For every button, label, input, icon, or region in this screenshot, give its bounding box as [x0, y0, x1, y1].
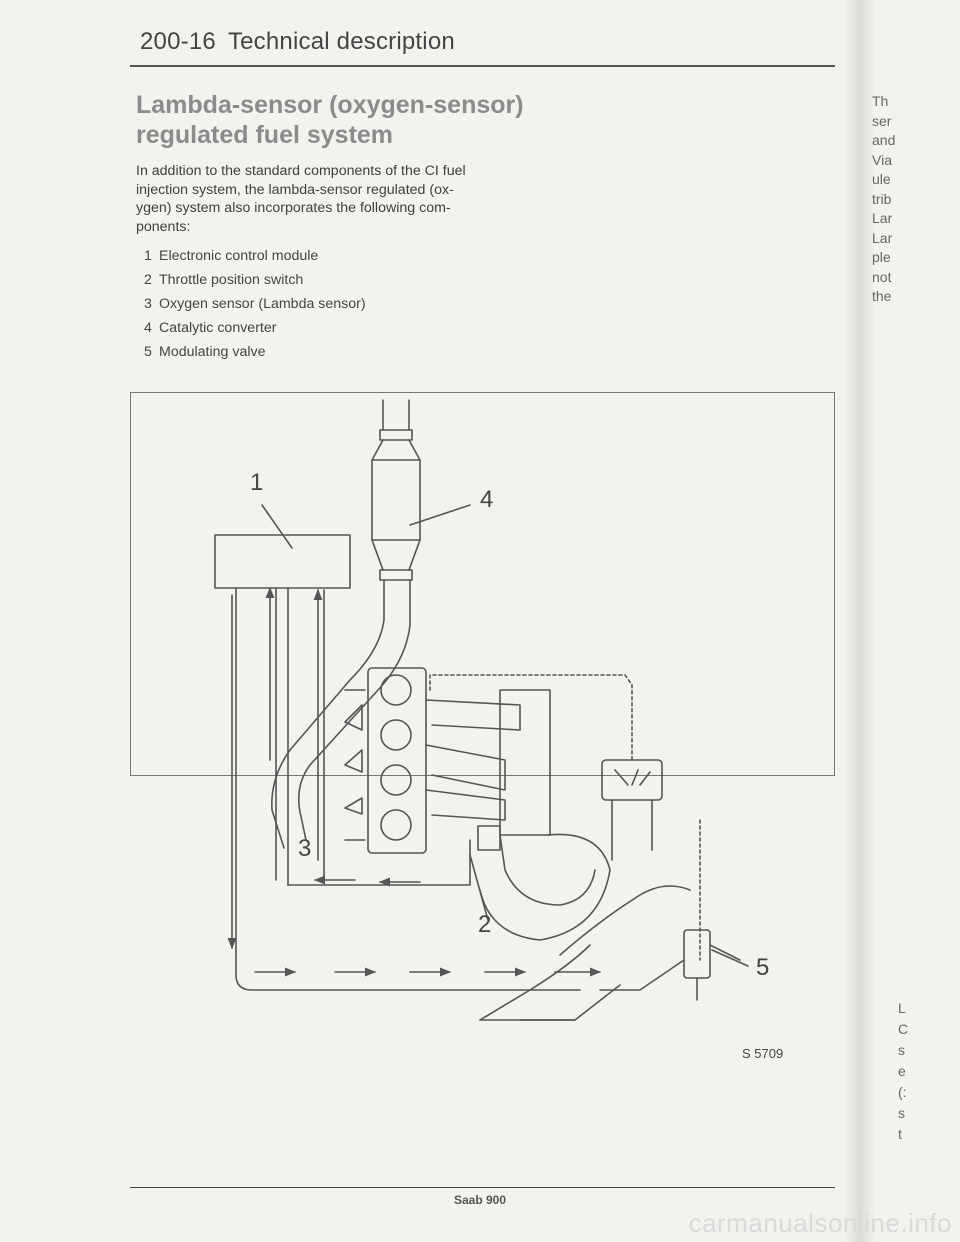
throttle-position-switch — [469, 825, 501, 921]
fuel-distributor — [559, 759, 691, 956]
fragment: not — [872, 268, 892, 285]
section-number: 200-16 — [140, 28, 216, 55]
fragment: C — [898, 1021, 909, 1037]
header-rule — [130, 65, 835, 67]
component-item: 2 Throttle position switch — [144, 268, 526, 292]
footer-rule — [130, 1187, 835, 1188]
callout-5: 5 — [756, 954, 769, 981]
binding-shadow — [845, 0, 875, 1242]
intake-manifold — [425, 689, 611, 941]
component-label: Throttle position switch — [159, 272, 304, 288]
figure-frame — [130, 392, 835, 776]
fragment: t — [898, 1126, 902, 1142]
component-item: 3 Oxygen sensor (Lambda sensor) — [144, 292, 526, 316]
component-item: 4 Catalytic converter — [144, 316, 526, 340]
intro-paragraph: In addition to the standard components o… — [136, 162, 526, 236]
fragment: L — [898, 1000, 906, 1016]
component-item: 1 Electronic control module — [144, 244, 526, 268]
callout-3: 3 — [298, 835, 311, 862]
component-label: Modulating valve — [159, 344, 266, 360]
fragment: Via — [872, 151, 892, 168]
fragment: ule — [872, 171, 891, 187]
heading-line-2: regulated fuel system — [136, 121, 394, 149]
footer-title: Saab 900 — [453, 1193, 507, 1207]
component-item: 5 Modulating valve — [144, 340, 526, 364]
adjacent-page-text: Th ser and Via ule trib Lar Lar ple not … — [872, 92, 902, 307]
exhaust-pipe — [479, 944, 621, 1021]
component-label: Oxygen sensor (Lambda sensor) — [159, 296, 366, 312]
leader-line-5 — [711, 949, 749, 967]
component-number: 5 — [144, 344, 152, 360]
watermark: carmanualsonline.info — [688, 1208, 952, 1238]
engine-block — [344, 667, 427, 854]
page-header: 200-16 Technical description — [140, 28, 455, 56]
callout-2: 2 — [478, 911, 491, 938]
intro-line: In addition to the standard components o… — [136, 163, 466, 179]
fragment: Lar — [872, 210, 893, 226]
fragment: trib — [872, 190, 892, 207]
component-list: 1 Electronic control module 2 Throttle pos… — [144, 244, 526, 364]
fragment: ple — [872, 249, 891, 265]
modulating-valve — [599, 929, 741, 1001]
component-number: 4 — [144, 320, 152, 336]
component-number: 1 — [144, 248, 152, 264]
fragment: Th — [872, 93, 889, 109]
heading-line-1: Lambda-sensor (oxygen-sensor) — [136, 91, 524, 119]
component-label: Catalytic converter — [159, 320, 277, 336]
callout-1: 1 — [250, 469, 263, 496]
figure-id: S 5709 — [742, 1046, 783, 1061]
intro-line: ygen) system also incorporates the follo… — [136, 200, 451, 216]
leader-line-4 — [409, 504, 471, 526]
fragment: e — [898, 1063, 906, 1079]
section-heading: Lambda-sensor (oxygen-sensor) regulated … — [136, 90, 526, 150]
intro-line: ponents: — [136, 218, 191, 235]
section-title: Technical description — [227, 28, 455, 55]
catalytic-converter — [271, 399, 421, 849]
component-number: 2 — [144, 272, 152, 288]
fragment: and — [872, 132, 896, 148]
main-content: Lambda-sensor (oxygen-sensor) regulated … — [136, 80, 526, 364]
leader-line-1 — [261, 504, 293, 549]
control-module — [214, 534, 351, 589]
adjacent-page-text-lower: L C s e (: s t — [898, 998, 918, 1145]
callout-4: 4 — [480, 486, 493, 513]
fragment: s — [898, 1042, 905, 1058]
component-number: 3 — [144, 296, 152, 312]
fragment: ser — [872, 112, 892, 129]
fragment: s — [898, 1105, 905, 1121]
fragment: the — [872, 288, 892, 304]
signal-wiring — [227, 586, 701, 991]
component-label: Electronic control module — [159, 248, 319, 264]
intro-line: injection system, the lambda-sensor regu… — [136, 181, 454, 198]
fragment: (: — [898, 1084, 907, 1100]
fragment: Lar — [872, 229, 893, 246]
